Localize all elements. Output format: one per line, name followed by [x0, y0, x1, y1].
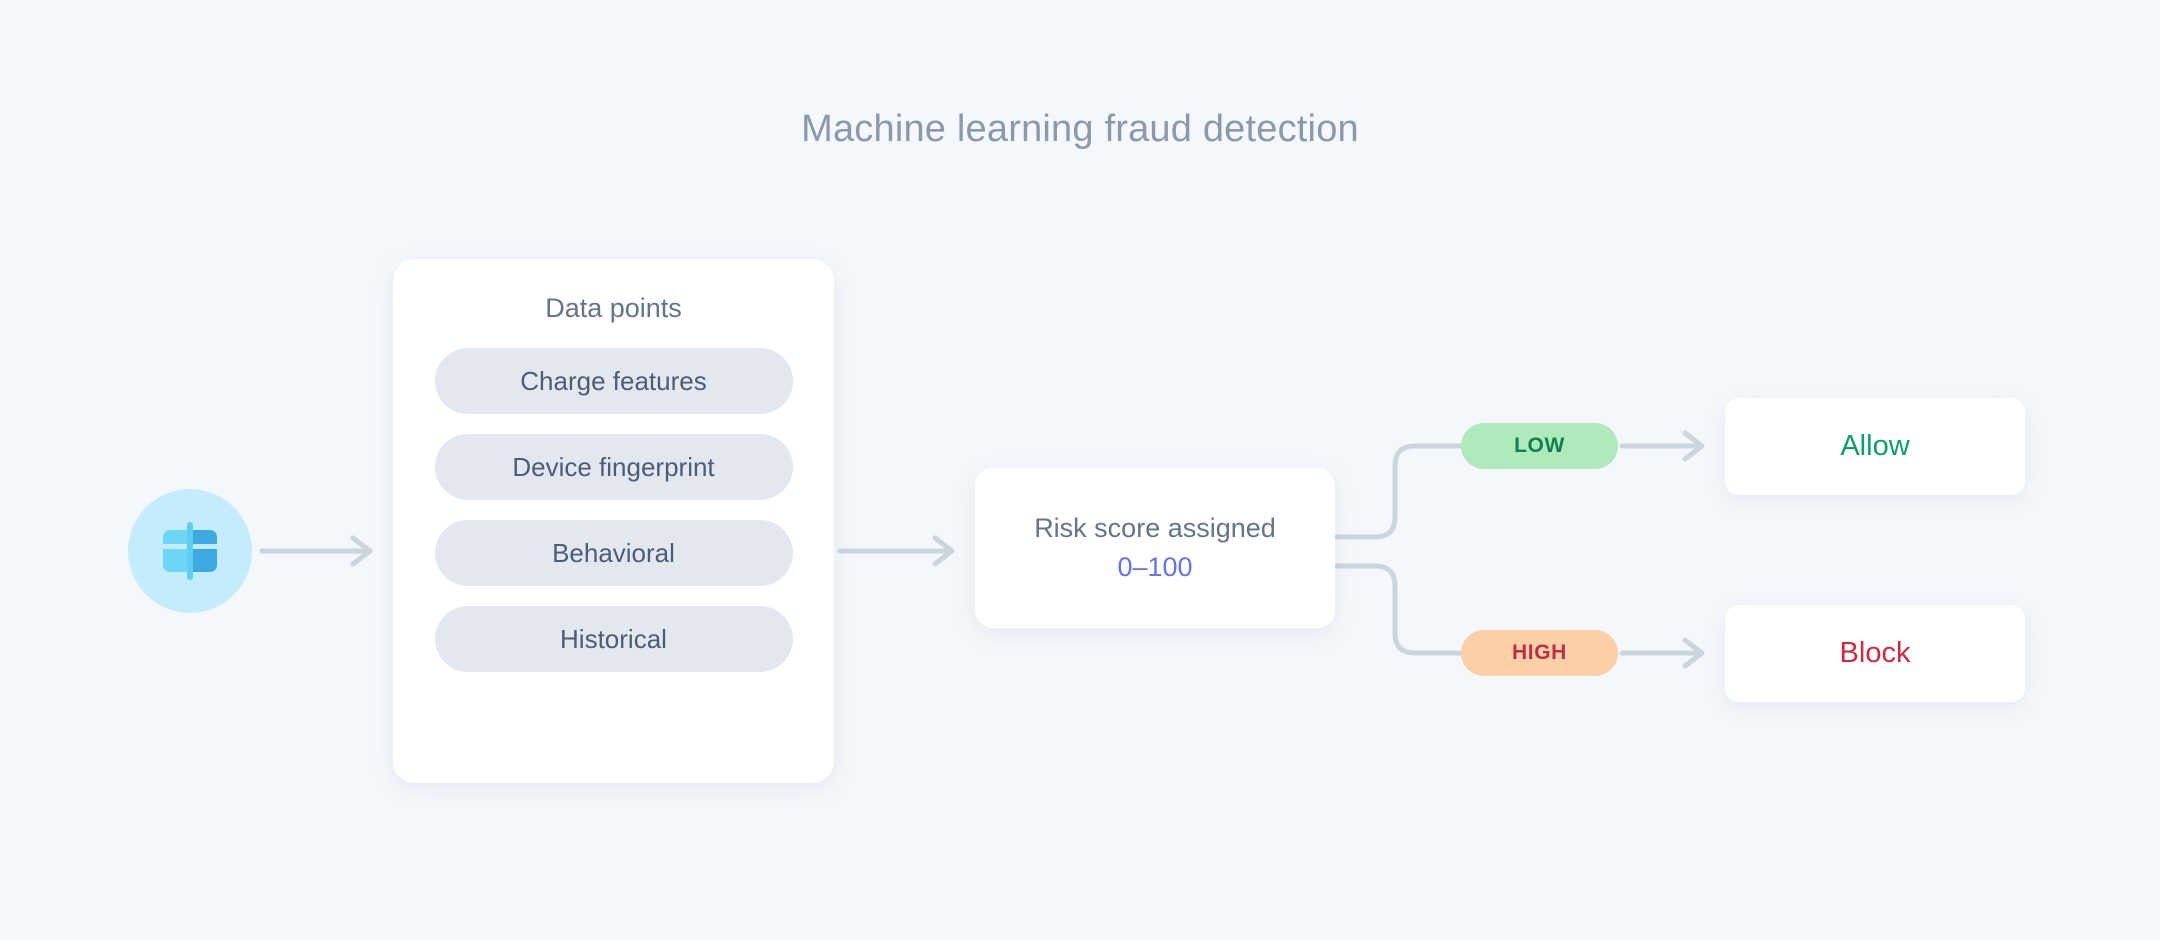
data-point-pill-charge-features[interactable]: Charge features — [434, 348, 793, 414]
status-badge-high: HIGH — [1461, 630, 1618, 676]
risk-score-node: Risk score assigned 0–100 — [975, 468, 1335, 628]
outcome-allow: Allow — [1725, 398, 2025, 495]
connector-risk-to-low — [1334, 443, 1464, 540]
data-points-card: Data points Charge features Device finge… — [393, 259, 834, 783]
risk-score-label: Risk score assigned — [1034, 513, 1276, 543]
data-point-pill-historical[interactable]: Historical — [434, 606, 793, 672]
arrow-head-low-to-allow — [1682, 430, 1705, 462]
outcome-block: Block — [1725, 605, 2025, 702]
data-point-pill-behavioral[interactable]: Behavioral — [434, 520, 793, 586]
data-points-list: Charge features Device fingerprint Behav… — [393, 348, 834, 672]
data-points-heading: Data points — [545, 293, 682, 323]
source-node — [128, 489, 252, 613]
arrow-head-source-to-datapoints — [350, 535, 373, 567]
arrow-head-high-to-block — [1682, 637, 1705, 669]
data-point-pill-device-fingerprint[interactable]: Device fingerprint — [434, 434, 793, 500]
status-badge-low: LOW — [1461, 423, 1618, 469]
credit-card-icon — [163, 522, 217, 580]
connector-risk-to-high — [1334, 563, 1464, 656]
risk-score-range: 0–100 — [1117, 552, 1193, 582]
page-title: Machine learning fraud detection — [801, 108, 1359, 150]
arrow-head-datapoints-to-risk — [932, 535, 955, 567]
